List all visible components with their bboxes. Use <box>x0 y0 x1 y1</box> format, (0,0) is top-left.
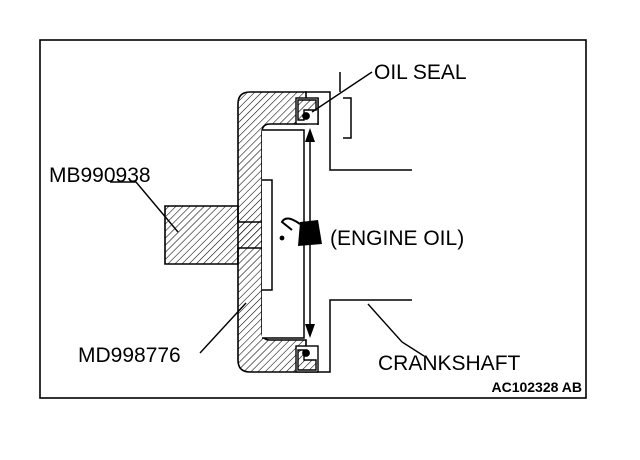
leader-tool-installer <box>199 302 247 354</box>
oil-seal-upper <box>295 97 319 125</box>
label-oil-seal: OIL SEAL <box>374 61 467 84</box>
label-tool-installer: MD998776 <box>78 344 181 367</box>
label-engine-oil: (ENGINE OIL) <box>330 227 464 250</box>
oil-seal-lower <box>295 345 319 373</box>
leader-tool-handle <box>110 181 179 233</box>
label-tool-handle: MB990938 <box>49 164 151 187</box>
oil-can-icon <box>279 217 322 246</box>
guide-plate <box>262 129 305 339</box>
leader-crankshaft <box>367 303 425 357</box>
installer-tool-md998776 <box>237 91 307 373</box>
figure-code: AC102328 AB <box>491 379 582 395</box>
label-crankshaft: CRANKSHAFT <box>378 352 521 375</box>
leader-lines <box>110 71 425 357</box>
leader-oil-seal <box>311 71 373 113</box>
